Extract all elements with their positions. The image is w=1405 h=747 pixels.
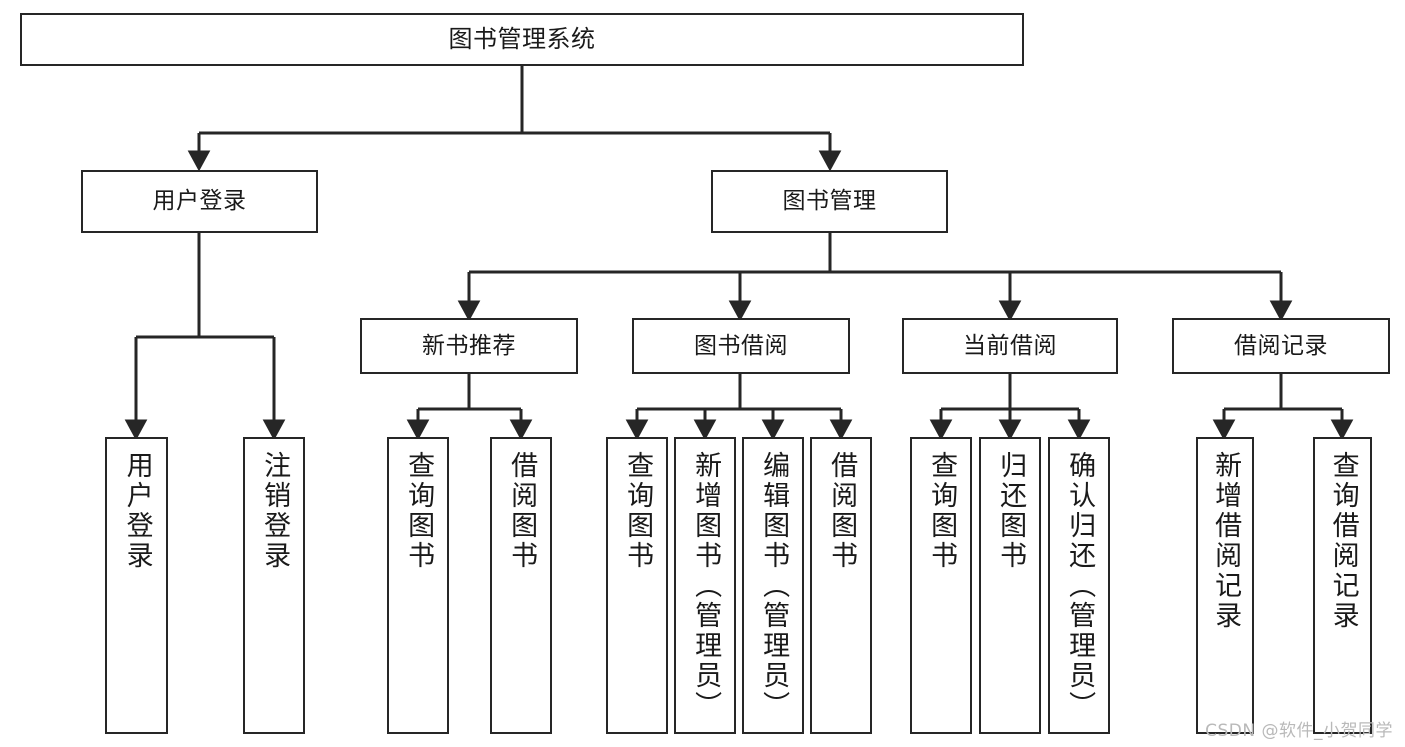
node-label: 查询图书	[926, 451, 958, 571]
leaf-recommend-query-book[interactable]: 查询图书	[387, 437, 449, 734]
node-label: 用户登录	[152, 188, 247, 215]
leaf-user-login-login[interactable]: 用户登录	[105, 437, 168, 734]
node-borrow-record[interactable]: 借阅记录	[1172, 318, 1390, 374]
leaf-record-add-record[interactable]: 新增借阅记录	[1196, 437, 1254, 734]
node-label: 新增图书（管理员）	[690, 451, 722, 721]
node-book-borrow[interactable]: 图书借阅	[632, 318, 850, 374]
node-label: 当前借阅	[963, 332, 1057, 359]
node-label: 借阅图书	[826, 451, 858, 571]
node-label: 新增借阅记录	[1210, 451, 1242, 631]
leaf-user-login-logout[interactable]: 注销登录	[243, 437, 305, 734]
watermark-text: CSDN @软件_小贺同学	[1205, 721, 1393, 741]
leaf-current-return-book[interactable]: 归还图书	[979, 437, 1041, 734]
node-label: 借阅图书	[506, 451, 538, 571]
node-label: 查询图书	[403, 451, 435, 571]
node-label: 查询图书	[622, 451, 654, 571]
leaf-borrow-edit-book-admin[interactable]: 编辑图书（管理员）	[742, 437, 804, 734]
leaf-borrow-add-book-admin[interactable]: 新增图书（管理员）	[674, 437, 736, 734]
leaf-recommend-borrow-book[interactable]: 借阅图书	[490, 437, 552, 734]
leaf-borrow-query-book[interactable]: 查询图书	[606, 437, 668, 734]
node-label: 查询借阅记录	[1327, 451, 1359, 631]
node-label: 借阅记录	[1234, 332, 1328, 359]
node-label: 用户登录	[121, 451, 153, 571]
node-new-book-recommend[interactable]: 新书推荐	[360, 318, 578, 374]
node-root-system[interactable]: 图书管理系统	[20, 13, 1024, 66]
node-label: 图书借阅	[694, 332, 788, 359]
node-label: 新书推荐	[422, 332, 516, 359]
node-label: 确认归还（管理员）	[1064, 451, 1096, 721]
node-label: 图书管理系统	[448, 24, 596, 53]
leaf-current-confirm-return-admin[interactable]: 确认归还（管理员）	[1048, 437, 1110, 734]
node-label: 注销登录	[259, 451, 291, 571]
node-label: 编辑图书（管理员）	[758, 451, 790, 721]
node-label: 归还图书	[995, 451, 1027, 571]
node-label: 图书管理	[782, 188, 877, 215]
node-user-login[interactable]: 用户登录	[81, 170, 318, 233]
leaf-current-query-book[interactable]: 查询图书	[910, 437, 972, 734]
node-book-management[interactable]: 图书管理	[711, 170, 948, 233]
leaf-borrow-borrow-book[interactable]: 借阅图书	[810, 437, 872, 734]
node-current-borrow[interactable]: 当前借阅	[902, 318, 1118, 374]
leaf-record-query-record[interactable]: 查询借阅记录	[1313, 437, 1372, 734]
